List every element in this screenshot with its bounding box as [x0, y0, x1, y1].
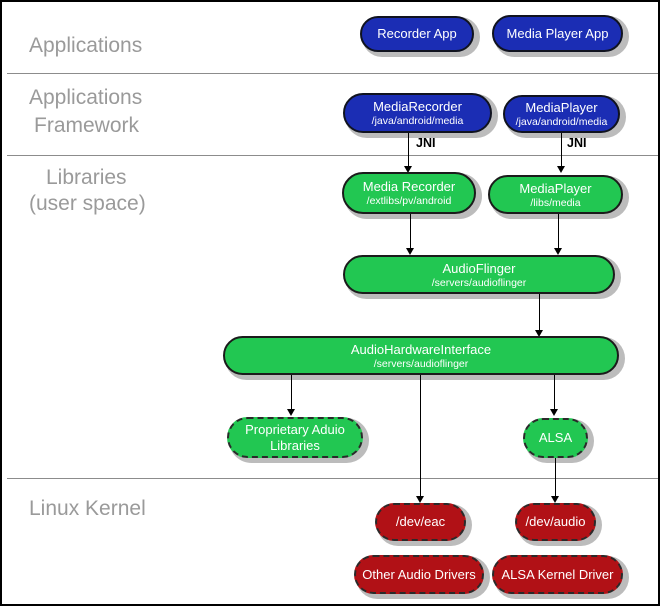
node-mediarecorder-framework: MediaRecorder /java/android/media [343, 93, 492, 133]
node-recorder-app: Recorder App [360, 16, 474, 52]
divider-libraries-kernel [7, 478, 658, 479]
node-mediarecorder-framework-label: MediaRecorder [373, 99, 462, 114]
arrowhead-mediaplayer-audioflinger [554, 248, 562, 255]
node-dev-eac-label: /dev/eac [395, 514, 446, 529]
section-label-libraries-line1: Libraries [46, 166, 127, 189]
connector-alsa-dev-audio [555, 458, 556, 496]
arrowhead-mediarecorder-jni [404, 166, 412, 173]
arrowhead-mediarecorder-audioflinger [406, 248, 414, 255]
node-dev-audio: /dev/audio [515, 503, 596, 541]
section-label-applications-framework-line1: Applications [29, 86, 143, 109]
arrowhead-ahi-alsa [550, 409, 558, 416]
node-other-audio-drivers: Other Audio Drivers [354, 555, 484, 594]
connector-ahi-dev-eac [420, 375, 421, 496]
node-alsa-kernel-driver: ALSA Kernel Driver [492, 555, 623, 594]
node-audioflinger-label: AudioFlinger [442, 260, 516, 276]
arrowhead-ahi-proprietary [287, 409, 295, 416]
connector-mediaplayer-jni-line [561, 133, 562, 166]
node-media-player-app-label: Media Player App [506, 25, 609, 41]
connector-ahi-proprietary [291, 375, 292, 409]
node-audio-hardware-interface-path: /servers/audioflinger [373, 357, 469, 370]
node-media-recorder-lib-label: Media Recorder [362, 179, 456, 194]
node-proprietary-audio-libraries-label-line1: Proprietary Aduio [245, 421, 345, 437]
node-recorder-app-label: Recorder App [377, 26, 457, 41]
divider-applications-framework [7, 73, 658, 74]
node-audio-hardware-interface: AudioHardwareInterface /servers/audiofli… [223, 336, 619, 375]
connector-mediaplayer-audioflinger [558, 214, 559, 248]
node-mediaplayer-lib-path: /libs/media [530, 196, 581, 209]
connector-mediarecorder-audioflinger [410, 214, 411, 248]
section-label-applications-framework-line2: Framework [34, 114, 140, 137]
node-mediaplayer-lib-label: MediaPlayer [519, 180, 592, 196]
connector-ahi-alsa [554, 375, 555, 409]
node-proprietary-audio-libraries-label-line2: Libraries [270, 437, 320, 453]
arrowhead-mediaplayer-jni [557, 166, 565, 173]
connector-mediarecorder-jni-line [408, 133, 409, 166]
node-media-player-app: Media Player App [492, 15, 623, 52]
node-mediarecorder-framework-path: /java/android/media [371, 115, 464, 127]
node-media-recorder-lib-path: /extlibs/pv/android [366, 195, 452, 207]
node-proprietary-audio-libraries: Proprietary Aduio Libraries [227, 417, 363, 458]
node-audioflinger: AudioFlinger /servers/audioflinger [343, 255, 615, 294]
edge-label-jni-right: JNI [567, 136, 587, 150]
divider-framework-libraries [7, 155, 658, 156]
edge-label-jni-left: JNI [416, 136, 436, 150]
node-media-recorder-lib: Media Recorder /extlibs/pv/android [342, 172, 476, 214]
node-mediaplayer-framework: MediaPlayer /java/android/media [503, 95, 620, 133]
node-audio-hardware-interface-label: AudioHardwareInterface [350, 341, 492, 357]
node-mediaplayer-framework-label: MediaPlayer [525, 100, 598, 115]
section-label-linux-kernel: Linux Kernel [29, 497, 146, 520]
arrowhead-ahi-dev-eac [416, 496, 424, 503]
arrowhead-audioflinger-ahi [535, 330, 543, 337]
section-label-applications: Applications [29, 34, 143, 57]
node-dev-audio-label: /dev/audio [525, 514, 586, 529]
arrowhead-alsa-dev-audio [551, 496, 559, 503]
node-alsa-kernel-driver-label: ALSA Kernel Driver [501, 566, 614, 582]
node-other-audio-drivers-label: Other Audio Drivers [362, 566, 476, 582]
node-alsa: ALSA [523, 418, 588, 458]
node-audioflinger-path: /servers/audioflinger [431, 276, 527, 289]
node-alsa-label: ALSA [538, 430, 573, 445]
section-label-libraries-line2: (user space) [29, 192, 146, 215]
node-dev-eac: /dev/eac [375, 503, 466, 541]
node-mediaplayer-framework-path: /java/android/media [515, 116, 608, 128]
connector-audioflinger-ahi [539, 294, 540, 330]
node-mediaplayer-lib: MediaPlayer /libs/media [488, 175, 623, 214]
